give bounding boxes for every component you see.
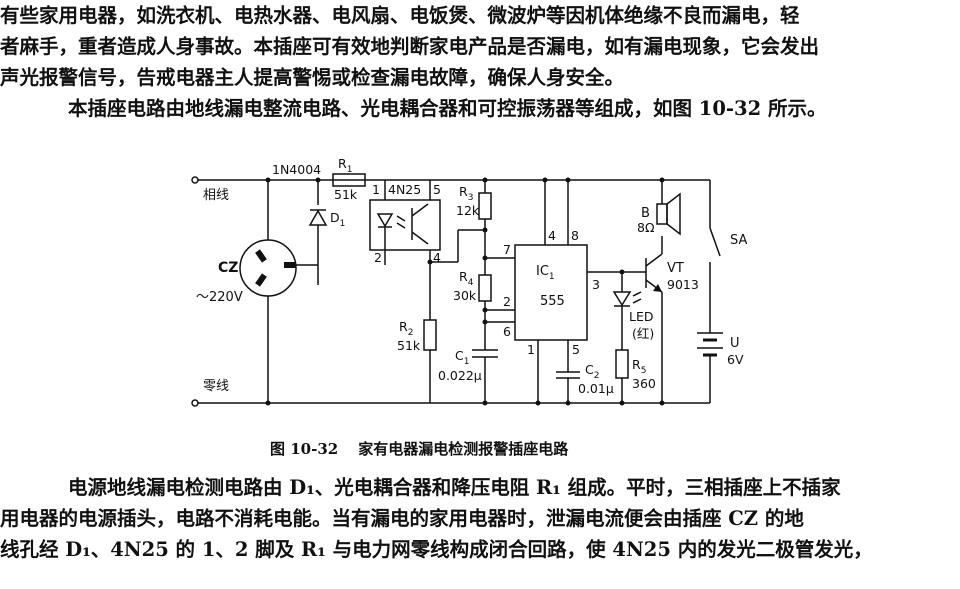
label-led-color: (红): [632, 326, 654, 341]
label-speaker-value: 8Ω: [637, 220, 655, 235]
label-ic-pin3: 3: [592, 277, 600, 292]
ic-555: [514, 244, 588, 341]
label-c2: C2: [585, 362, 599, 381]
paragraph-line: 线孔经 D₁、4N25 的 1、2 脚及 R₁ 与电力网零线构成闭合回路，使 4…: [0, 538, 873, 561]
paragraph-line: 者麻手，重者造成人身事故。本插座可有效地判断家电产品是否漏电，如有漏电现象，它会…: [0, 35, 820, 58]
resistor-r3: [478, 192, 492, 220]
paragraph-line: 有些家用电器，如洗衣机、电热水器、电风扇、电饭煲、微波炉等因机体绝缘不良而漏电，…: [0, 4, 800, 27]
paragraph-line: 本插座电路由地线漏电整流电路、光电耦合器和可控振荡器等组成，如图 10-32 所…: [68, 97, 827, 120]
switch-sa[interactable]: [709, 227, 721, 257]
figure-title: 家有电器漏电检测报警插座电路: [358, 440, 569, 458]
intro-text: 有些家用电器，如洗衣机、电热水器、电风扇、电饭煲、微波炉等因机体绝缘不良而漏电，…: [0, 0, 940, 124]
label-r2: R2: [399, 319, 413, 338]
label-mains: ～220V: [196, 290, 243, 305]
diode-d1: [308, 209, 328, 226]
label-c1: C1: [455, 348, 469, 367]
label-opto-pin1: 1: [372, 182, 380, 197]
label-4n25: 4N25: [388, 182, 421, 197]
label-ic-pin4: 4: [548, 228, 556, 243]
label-r5-value: 360: [632, 376, 656, 391]
label-r4-value: 30k: [453, 288, 477, 303]
label-c2-value: 0.01μ: [578, 381, 614, 396]
speaker-b: [656, 203, 668, 225]
label-u-value: 6V: [727, 352, 744, 367]
label-c1-value: 0.022μ: [438, 368, 482, 383]
label-ic-pin1: 1: [527, 342, 535, 357]
label-neutral: 零线: [203, 379, 229, 394]
neutral-terminal: [191, 399, 199, 407]
label-led: LED: [629, 309, 654, 324]
figure-number: 图 10-32: [270, 440, 339, 458]
figure-caption: 图 10-32 家有电器漏电检测报警插座电路: [270, 438, 588, 459]
label-r4: R4: [459, 269, 474, 288]
label-ic-pin7: 7: [503, 242, 511, 257]
label-ic-pin2: 2: [503, 294, 511, 309]
resistor-r4: [478, 274, 492, 302]
paragraph-line: 用电器的电源插头，电路不消耗电能。当有漏电的家用电器时，泄漏电流便会由插座 CZ…: [0, 507, 804, 530]
label-phase: 相线: [203, 188, 229, 203]
label-r3-value: 12k: [456, 203, 480, 218]
label-r1-value: 51k: [334, 187, 358, 202]
label-d1: D1: [330, 210, 345, 229]
led-red: [612, 291, 632, 307]
phase-terminal: [191, 176, 199, 184]
resistor-r1: [332, 173, 366, 187]
label-r3: R3: [459, 184, 473, 203]
label-speaker: B: [641, 206, 650, 221]
body-text: 电源地线漏电检测电路由 D₁、光电耦合器和降压电阻 R₁ 组成。平时，三相插座上…: [0, 472, 940, 565]
label-555: 555: [540, 294, 565, 309]
label-9013: 9013: [667, 277, 699, 292]
paragraph-line: 电源地线漏电检测电路由 D₁、光电耦合器和降压电阻 R₁ 组成。平时，三相插座上…: [68, 476, 841, 499]
resistor-r2: [423, 319, 437, 351]
label-ic-pin6: 6: [503, 324, 511, 339]
label-cz: CZ: [218, 260, 238, 276]
label-opto-pin4: 4: [433, 250, 441, 265]
paragraph-line: 声光报警信号，告戒电器主人提高警惕或检查漏电故障，确保人身安全。: [0, 66, 625, 89]
label-sa: SA: [730, 233, 747, 248]
label-ic1: IC1: [536, 264, 555, 282]
label-opto-pin5: 5: [433, 182, 441, 197]
label-r1: R1: [338, 156, 352, 175]
label-vt: VT: [667, 261, 684, 276]
label-opto-pin2: 2: [374, 250, 382, 265]
resistor-r5: [615, 349, 629, 379]
optocoupler-4n25: [369, 199, 441, 251]
label-u: U: [730, 336, 740, 351]
label-ic-pin5: 5: [572, 342, 580, 357]
label-ic-pin8: 8: [571, 228, 579, 243]
label-r5: R5: [632, 357, 646, 376]
label-1n4004: 1N4004: [272, 162, 321, 177]
label-r2-value: 51k: [397, 338, 421, 353]
